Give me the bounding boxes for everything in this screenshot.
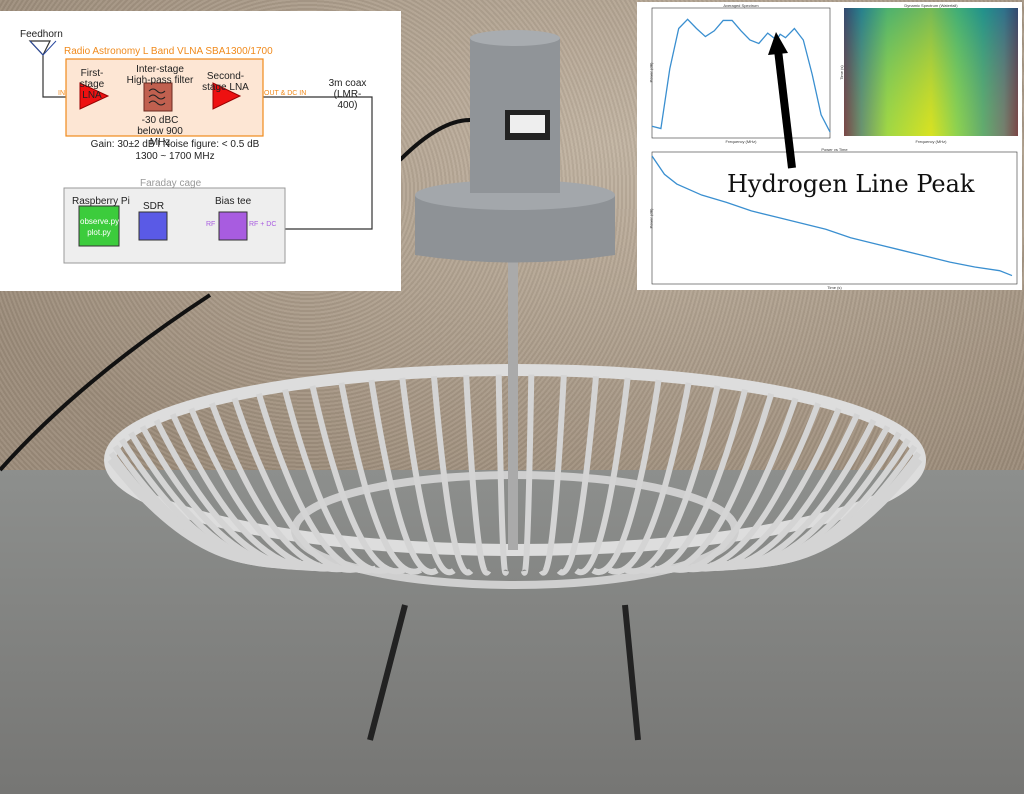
bias-tee-box bbox=[218, 211, 248, 241]
filter-label: Inter-stage High-pass filter bbox=[126, 64, 194, 86]
dish-rib bbox=[368, 379, 439, 575]
spectrum-axes bbox=[651, 7, 831, 139]
sdr-label: SDR bbox=[143, 201, 165, 212]
raspberry-pi-label: Raspberry Pi bbox=[72, 196, 130, 207]
out-label: OUT & DC IN bbox=[264, 90, 307, 97]
coax-label: 3m coax (LMR-400) bbox=[328, 78, 367, 111]
hydrogen-line-annotation: Hydrogen Line Peak bbox=[727, 170, 975, 198]
dish-rib bbox=[282, 388, 392, 574]
feedhorn-can-base-top bbox=[415, 180, 615, 210]
observation-plots-drawing bbox=[651, 7, 1018, 285]
dish-rib bbox=[574, 377, 631, 576]
dish-rib bbox=[431, 375, 474, 576]
waterfall-time-shading bbox=[844, 8, 1018, 136]
second-lna-label: Second-stage LNA bbox=[202, 71, 249, 93]
coax-cable-top bbox=[398, 118, 471, 162]
lna-module-label-plate bbox=[510, 115, 545, 133]
raspberry-pi-box bbox=[78, 205, 120, 247]
dish-rib bbox=[255, 392, 377, 574]
signal-chain-diagram: Feedhorn Radio Astronomy L Band VLNA SBA… bbox=[0, 11, 401, 291]
feedhorn-cylinder-top bbox=[470, 30, 560, 46]
rf-label: RF bbox=[206, 221, 216, 228]
dish-rib bbox=[231, 397, 364, 573]
dish-rib bbox=[463, 374, 492, 576]
rpi-files-label: observe.py plot.py bbox=[80, 217, 120, 237]
feedhorn-antenna-icon bbox=[29, 40, 57, 56]
dish-rib bbox=[638, 388, 748, 574]
sdr-box bbox=[138, 211, 168, 241]
first-lna-icon bbox=[79, 82, 110, 110]
dish-rib bbox=[734, 458, 923, 566]
signal-chain-drawing bbox=[28, 40, 373, 264]
power-time-line bbox=[651, 155, 1013, 277]
tripod-legs bbox=[367, 604, 641, 741]
dish-rib bbox=[520, 374, 535, 576]
feedhorn-label: Feedhorn bbox=[20, 29, 63, 40]
dish-ribs bbox=[107, 374, 923, 576]
power-time-ylabel: Power (dB) bbox=[648, 208, 654, 229]
feedhorn-can-base bbox=[415, 195, 615, 263]
waterfall-ylabel: Time (s) bbox=[838, 65, 844, 80]
power-time-xlabel: Time (s) bbox=[827, 285, 842, 290]
dish-rib bbox=[607, 382, 692, 575]
bias-tee-label: Bias tee bbox=[215, 196, 252, 207]
vlna-title: Radio Astronomy L Band VLNA SBA1300/1700 bbox=[64, 46, 273, 57]
rf-dc-label: RF + DC bbox=[249, 221, 277, 228]
spectrum-title: Averaged Spectrum bbox=[723, 3, 759, 8]
coax-cable bbox=[0, 293, 212, 472]
power-time-axes bbox=[651, 151, 1018, 285]
spectrum-ylabel: Power (dB) bbox=[648, 62, 654, 83]
waterfall-title: Dynamic Spectrum (Waterfall) bbox=[904, 3, 958, 8]
power-time-title: Power vs Time bbox=[821, 147, 848, 152]
waterfall-xlabel: Frequency (MHz) bbox=[915, 139, 947, 144]
faraday-cage-label: Faraday cage bbox=[140, 178, 202, 189]
filter-wave-icon bbox=[148, 88, 166, 106]
dish-rib bbox=[309, 385, 407, 575]
feed-support-rod bbox=[508, 260, 518, 550]
filter-spec: -30 dBC below 900 MHz bbox=[137, 115, 183, 148]
first-lna-label: First-stage LNA bbox=[79, 68, 105, 101]
observation-plots: Averaged Spectrum Frequency (MHz) Power … bbox=[637, 2, 1022, 290]
band-label: 1300 ~ 1700 MHz bbox=[135, 151, 215, 162]
second-lna-icon bbox=[212, 82, 242, 110]
gain-label: Gain: 30±2 dB I Noise figure: < 0.5 dB bbox=[90, 139, 260, 150]
dish-rib bbox=[399, 377, 456, 576]
dish-rib bbox=[495, 374, 510, 576]
spectrum-xlabel: Frequency (MHz) bbox=[725, 139, 757, 144]
in-label: IN bbox=[58, 90, 65, 97]
dish-rib bbox=[538, 374, 567, 576]
dish-rib bbox=[338, 382, 423, 575]
dish-rib bbox=[556, 375, 599, 576]
highpass-filter-icon bbox=[143, 82, 173, 112]
dish-rib bbox=[591, 379, 662, 575]
spectrum-line bbox=[651, 18, 831, 133]
dish-rib bbox=[623, 385, 721, 575]
